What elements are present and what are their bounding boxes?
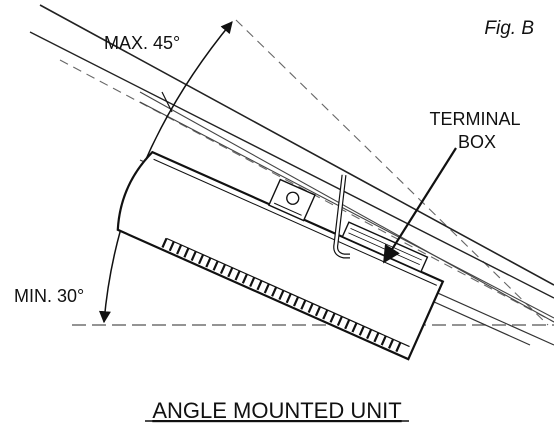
terminal-label: TERMINAL: [429, 109, 520, 129]
box-label: BOX: [458, 132, 496, 152]
unit-top-edge: [153, 158, 437, 286]
terminal-box-leader-arrow: [383, 147, 457, 264]
unit-housing: [116, 150, 445, 361]
caption: ANGLE MOUNTED UNIT: [152, 398, 401, 423]
min-angle-label: MIN. 30°: [14, 286, 84, 306]
unit-grille: [161, 237, 410, 353]
fig-label: Fig. B: [484, 18, 534, 39]
max-angle-label: MAX. 45°: [104, 33, 180, 53]
max-angle-reference-line: [235, 19, 549, 326]
bracket-pivot: [286, 191, 300, 205]
max-angle-tick: [161, 91, 173, 113]
